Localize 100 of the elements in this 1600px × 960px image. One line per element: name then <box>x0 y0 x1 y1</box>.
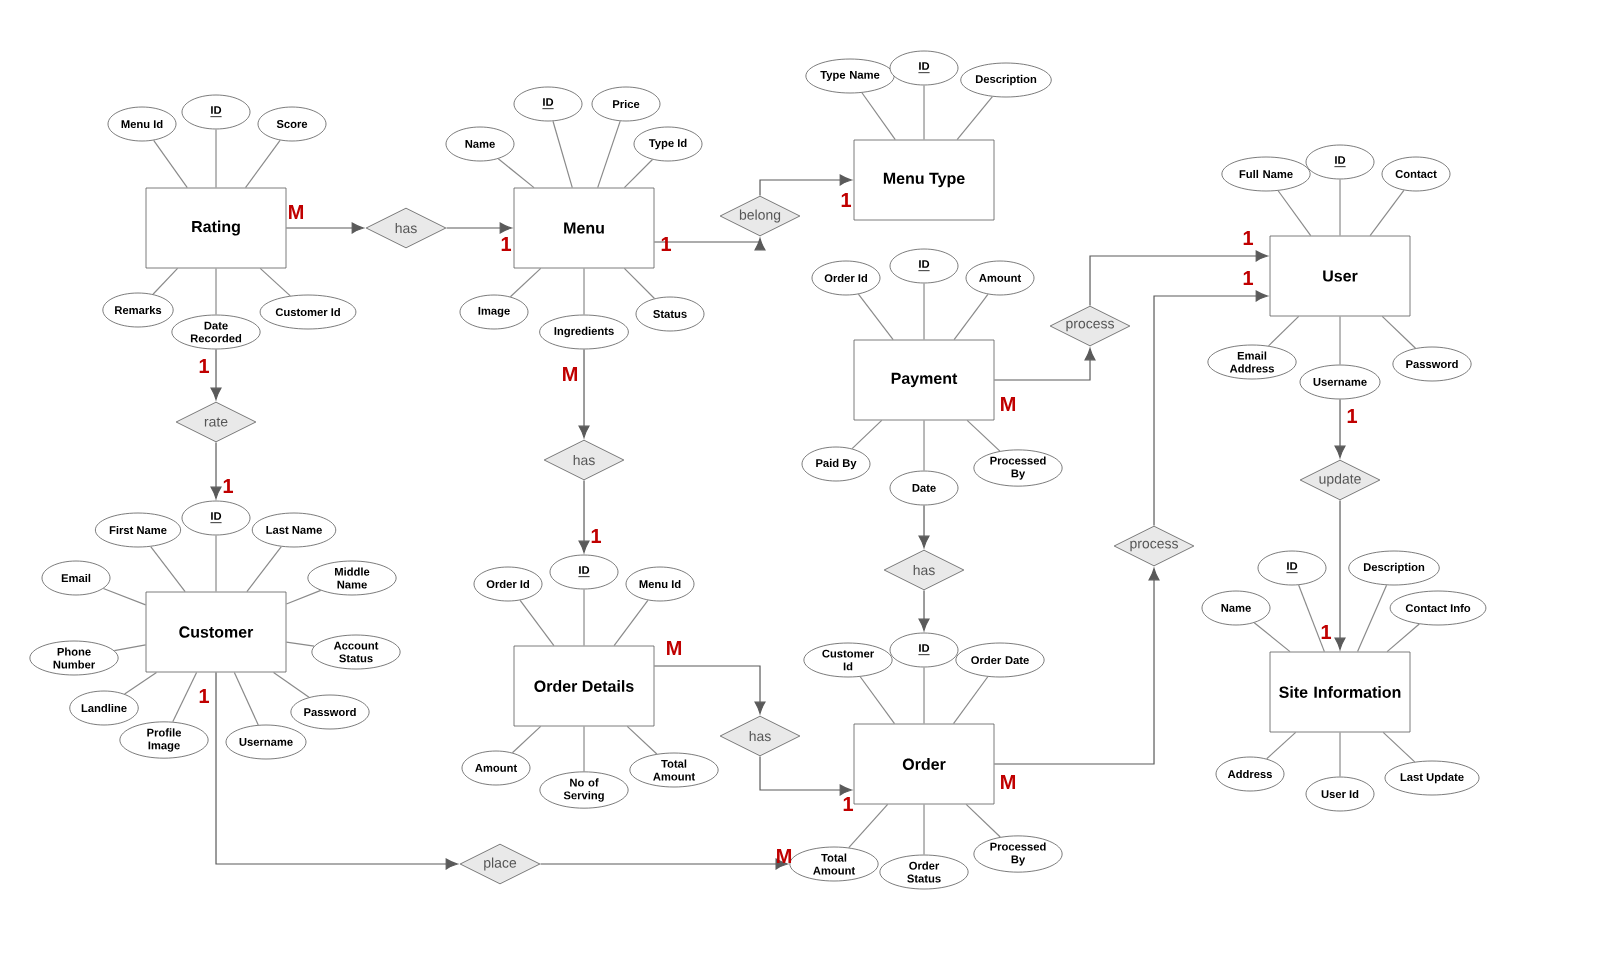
connector-line <box>1266 731 1297 760</box>
cardinality-label: 1 <box>591 529 601 543</box>
connector-line <box>597 120 621 189</box>
connector-line <box>613 599 649 647</box>
arrow <box>993 348 1096 381</box>
connector-line <box>583 267 585 316</box>
connector-line <box>244 139 281 189</box>
cardinality-label: 1 <box>1243 271 1253 285</box>
connector-line <box>851 419 883 450</box>
connector-line <box>519 599 555 647</box>
connector-line <box>923 419 925 472</box>
connector-line <box>583 725 585 773</box>
connector-line <box>1369 189 1405 237</box>
cardinality-label: M <box>667 641 681 655</box>
arrow <box>210 348 222 401</box>
connector-line <box>623 158 654 189</box>
arrow <box>1334 398 1346 459</box>
connector-line <box>1253 622 1291 653</box>
arrow <box>215 671 459 870</box>
entity-box: Order Details <box>513 645 655 727</box>
cardinality-label: 1 <box>1321 625 1331 639</box>
connector-line <box>215 128 217 189</box>
connector-line <box>102 587 147 606</box>
arrow <box>1334 499 1346 651</box>
arrow <box>285 222 365 234</box>
cardinality-label: 1 <box>501 237 511 251</box>
connector-line <box>965 803 1001 838</box>
arrow <box>759 755 852 796</box>
connector-line <box>952 676 989 725</box>
connector-line <box>1267 315 1300 347</box>
connector-line <box>857 293 894 341</box>
connector-line <box>150 546 186 593</box>
arrow <box>539 858 788 870</box>
connector-line <box>1277 190 1312 237</box>
cardinality-label: M <box>1001 775 1015 789</box>
connector-line <box>956 96 993 141</box>
cardinality-label: 1 <box>199 689 209 703</box>
connector-line <box>153 139 188 189</box>
connector-line <box>583 588 585 647</box>
connector-line <box>1298 584 1325 653</box>
entity-box: Payment <box>853 339 995 421</box>
cardinality-label: 1 <box>1347 409 1357 423</box>
cardinality-label: 1 <box>843 797 853 811</box>
connector-line <box>272 671 310 698</box>
cardinality-label: 1 <box>841 193 851 207</box>
connector-line <box>1382 731 1416 763</box>
entity-box: Order <box>853 723 995 805</box>
connector-line <box>246 546 282 593</box>
cardinality-label: M <box>1001 397 1015 411</box>
arrow <box>918 504 930 548</box>
connector-line <box>953 293 989 341</box>
connector-line <box>215 534 217 593</box>
connector-line <box>1357 584 1388 653</box>
entity-box: Rating <box>145 187 287 269</box>
connector-line <box>1339 178 1341 237</box>
connector-line <box>1339 315 1341 366</box>
arrow <box>1089 250 1269 307</box>
connector-line <box>509 267 542 298</box>
cardinality-label: M <box>289 205 303 219</box>
arrow <box>210 441 222 500</box>
connector-line <box>497 158 535 189</box>
cardinality-label: 1 <box>1243 231 1253 245</box>
entity-box: Menu <box>513 187 655 269</box>
cardinality-label: 1 <box>199 359 209 373</box>
arrow <box>653 238 766 251</box>
connector-line <box>285 589 322 605</box>
cardinality-label: M <box>777 849 791 863</box>
connector-line <box>215 267 217 316</box>
connector-line <box>966 419 1001 452</box>
entity-box: Site Information <box>1269 651 1411 733</box>
connector-line <box>861 92 896 141</box>
connector-line <box>1386 623 1420 653</box>
connector-line <box>124 671 158 695</box>
cardinality-label: 1 <box>661 237 671 251</box>
arrow <box>578 348 590 439</box>
connector-line <box>923 84 925 141</box>
entity-box: User <box>1269 235 1411 317</box>
connector-line <box>623 267 656 300</box>
arrow <box>759 174 852 197</box>
arrow <box>445 222 513 234</box>
connector-line <box>1381 315 1417 349</box>
connector-line <box>923 666 925 725</box>
connector-line <box>923 282 925 341</box>
connector-line <box>923 803 925 856</box>
arrow <box>918 589 930 632</box>
connector-line <box>511 725 542 754</box>
connector-line <box>113 644 147 652</box>
arrow <box>993 568 1160 765</box>
entity-box: Menu Type <box>853 139 995 221</box>
connector-line <box>626 725 658 755</box>
connector-line <box>172 671 198 723</box>
connector-line <box>259 267 291 297</box>
connector-line <box>552 120 573 189</box>
arrow <box>578 479 590 554</box>
cardinality-label: M <box>563 367 577 381</box>
connector-line <box>233 671 259 726</box>
cardinality-label: 1 <box>223 479 233 493</box>
connector-line <box>859 676 896 725</box>
entity-box: Customer <box>145 591 287 673</box>
arrow <box>653 665 766 715</box>
